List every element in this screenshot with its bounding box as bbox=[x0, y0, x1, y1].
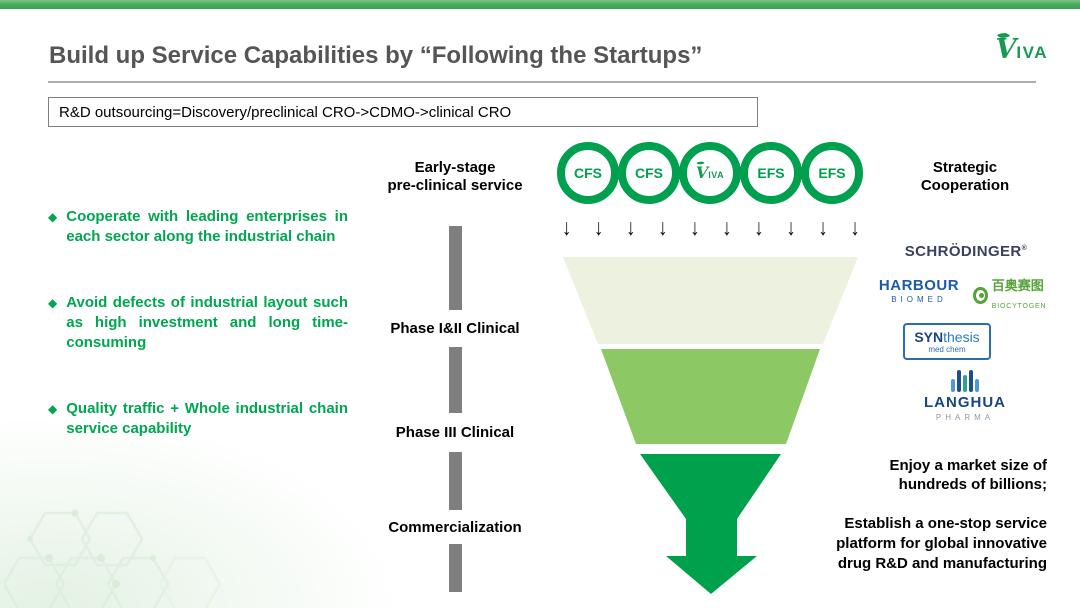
langhua-icon bbox=[951, 370, 979, 392]
viva-logo-small: V IVA bbox=[695, 159, 725, 182]
stage-label-phase3: Phase III Clinical bbox=[395, 424, 515, 441]
synthesis-wordmark: SYNthesis bbox=[914, 328, 980, 345]
bullet-item: ◆ Avoid defects of industrial layout suc… bbox=[48, 293, 348, 353]
synthesis-medchem-logo: SYNthesis med chem bbox=[903, 323, 991, 360]
syn-text: SYN bbox=[914, 328, 944, 345]
text-line: hundreds of billions; bbox=[898, 476, 1047, 493]
down-arrow-icon: ↓ bbox=[626, 215, 636, 241]
biocytogen-text: 百奥赛图 BIOCYTOGEN bbox=[992, 277, 1080, 313]
diamond-bullet-icon: ◆ bbox=[48, 296, 58, 310]
bullet-item: ◆ Cooperate with leading enterprises in … bbox=[48, 207, 348, 247]
bullet-list: ◆ Cooperate with leading enterprises in … bbox=[48, 207, 348, 485]
bullet-text: Avoid defects of industrial layout such … bbox=[66, 294, 348, 351]
timeline-bar-segment bbox=[449, 452, 462, 510]
heading-line: Cooperation bbox=[920, 177, 1010, 194]
langhua-wordmark: LANGHUA bbox=[924, 394, 1006, 411]
harbour-wordmark: HARBOUR bbox=[878, 277, 960, 294]
down-arrow-icon: ↓ bbox=[722, 215, 732, 241]
viva-logo: V IVA bbox=[995, 29, 1048, 65]
formula-box: R&D outsourcing=Discovery/preclinical CR… bbox=[48, 97, 758, 127]
biomed-wordmark: BIOMED bbox=[891, 295, 947, 304]
biocytogen-icon bbox=[973, 286, 988, 304]
viva-logo-v: V bbox=[695, 163, 709, 182]
biocytogen-logo: 百奥赛图 BIOCYTOGEN bbox=[973, 277, 1080, 313]
langhua-pharma-logo: LANGHUA PHARMA bbox=[900, 370, 1030, 422]
funnel-diagram bbox=[563, 257, 858, 594]
circle-efs-2: EFS bbox=[801, 142, 863, 204]
text-line: Establish a one-stop service bbox=[844, 515, 1047, 532]
down-arrow-icon: ↓ bbox=[850, 215, 860, 241]
heading-line: Strategic bbox=[932, 159, 998, 176]
stage-label-commercialization: Commercialization bbox=[388, 519, 522, 536]
strategic-cooperation-heading: Strategic Cooperation bbox=[885, 159, 1045, 195]
circle-viva: V IVA bbox=[679, 142, 741, 204]
schrodinger-logo: SCHRÖDINGER® bbox=[880, 243, 1052, 260]
biocytogen-chinese-name: 百奥赛图 bbox=[991, 278, 1044, 293]
circle-label: CFS bbox=[635, 165, 663, 181]
top-accent-bar bbox=[0, 0, 1080, 9]
viva-logo-v: V bbox=[995, 34, 1017, 65]
harbour-biomed-logo: HARBOUR BIOMED bbox=[869, 277, 969, 304]
corner-glow-decoration bbox=[0, 398, 430, 608]
page-title: Build up Service Capabilities by “Follow… bbox=[49, 42, 703, 69]
down-arrow-icon: ↓ bbox=[658, 215, 668, 241]
circle-label: CFS bbox=[574, 165, 602, 181]
pharma-text: PHARMA bbox=[935, 413, 995, 422]
platform-goal-text: Establish a one-stop service platform fo… bbox=[805, 514, 1047, 574]
text-line: platform for global innovative bbox=[836, 535, 1047, 552]
circle-label: EFS bbox=[818, 165, 846, 181]
timeline-bar-segment bbox=[449, 226, 462, 310]
timeline-bar-segment bbox=[449, 347, 462, 413]
down-arrow-icon: ↓ bbox=[690, 215, 700, 241]
circle-cfs-2: CFS bbox=[618, 142, 680, 204]
circle-efs-1: EFS bbox=[740, 142, 802, 204]
formula-text: R&D outsourcing=Discovery/preclinical CR… bbox=[59, 103, 512, 121]
thesis-text: thesis bbox=[943, 328, 980, 345]
stage-label-phase1-2: Phase I&II Clinical bbox=[390, 320, 520, 337]
bullet-text: Cooperate with leading enterprises in ea… bbox=[66, 208, 348, 245]
title-divider bbox=[48, 81, 1036, 83]
hexagon-watermark bbox=[4, 509, 222, 608]
text-line: Enjoy a market size of bbox=[889, 457, 1047, 474]
down-arrow-icon: ↓ bbox=[754, 215, 764, 241]
market-size-text: Enjoy a market size of hundreds of billi… bbox=[855, 456, 1047, 494]
bullet-item: ◆ Quality traffic + Whole industrial cha… bbox=[48, 399, 348, 439]
funnel-stage2-shape bbox=[601, 349, 820, 444]
stage-label-preclinical: Early-stage pre-clinical service bbox=[355, 159, 555, 195]
down-arrow-icon: ↓ bbox=[594, 215, 604, 241]
registered-mark: ® bbox=[1021, 245, 1028, 252]
funnel-input-circles: CFS CFS V IVA EFS EFS bbox=[557, 142, 863, 204]
medchem-text: med chem bbox=[928, 344, 966, 354]
bullet-text: Quality traffic + Whole industrial chain… bbox=[66, 400, 348, 437]
circle-label: EFS bbox=[757, 165, 785, 181]
diamond-bullet-icon: ◆ bbox=[48, 210, 58, 224]
down-arrows-row: ↓ ↓ ↓ ↓ ↓ ↓ ↓ ↓ ↓ ↓ bbox=[562, 216, 860, 243]
viva-logo-text: IVA bbox=[708, 170, 725, 180]
funnel-stage1-shape bbox=[563, 257, 858, 344]
biocytogen-english-name: BIOCYTOGEN bbox=[991, 303, 1047, 310]
down-arrow-icon: ↓ bbox=[562, 215, 572, 241]
timeline-bar-segment bbox=[449, 544, 462, 592]
text-line: drug R&D and manufacturing bbox=[837, 555, 1047, 572]
funnel-stage3-arrow-shape bbox=[640, 454, 781, 594]
stage-label-line: pre-clinical service bbox=[387, 177, 523, 194]
schrodinger-wordmark: SCHRÖDINGER bbox=[904, 243, 1022, 260]
diamond-bullet-icon: ◆ bbox=[48, 402, 58, 416]
stage-label-line: Early-stage bbox=[414, 159, 496, 176]
circle-cfs-1: CFS bbox=[557, 142, 619, 204]
down-arrow-icon: ↓ bbox=[818, 215, 828, 241]
viva-logo-text: IVA bbox=[1016, 43, 1048, 62]
down-arrow-icon: ↓ bbox=[786, 215, 796, 241]
